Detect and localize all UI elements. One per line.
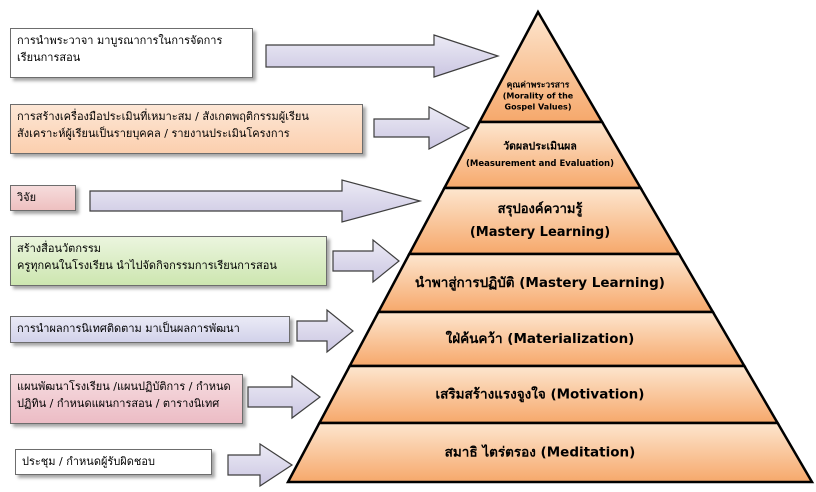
pyramid-level-2 xyxy=(442,120,643,190)
left-box-research: วิจัย xyxy=(10,185,76,211)
pyramid-level-label: (Measurement and Evaluation) xyxy=(466,159,614,169)
pyramid-level-label: ใฝ่ค้นคว้า (Materialization) xyxy=(446,330,635,347)
pyramid-level-label: (Mastery Learning) xyxy=(470,225,610,240)
arrow-right-icon xyxy=(247,374,321,420)
pyramid-level-label: Gospel Values) xyxy=(505,103,572,112)
arrow-right-icon xyxy=(89,179,423,223)
box-line: เรียนการสอน xyxy=(17,51,81,64)
pyramid-level-3 xyxy=(407,186,682,256)
left-box-gospel-integration: การนำพระวาจา มาบูรณาการในการจัดการ เรียน… xyxy=(10,28,253,78)
box-line: การนำพระวาจา มาบูรณาการในการจัดการ xyxy=(17,34,223,47)
pyramid-level-label: นำพาสู่การปฏิบัติ (Mastery Learning) xyxy=(415,275,665,291)
pyramid-level-label: (Morality of the xyxy=(503,92,574,101)
box-line: แผนพัฒนาโรงเรียน /แผนปฏิบัติการ / กำหนด xyxy=(17,380,231,393)
box-line: ประชุม / กำหนดผู้รับผิดชอบ xyxy=(22,455,155,468)
left-box-supervision-results: การนำผลการนิเทศติดตาม มาเป็นผลการพัฒนา xyxy=(10,316,290,343)
pyramid-level-label: คุณค่าพระวรสาร xyxy=(507,80,570,91)
arrow-right-icon xyxy=(265,34,500,78)
box-line: วิจัย xyxy=(17,191,37,204)
arrow-right-icon xyxy=(227,442,294,488)
arrow-right-icon xyxy=(296,308,354,354)
box-line: สร้างสื่อนวัตกรรม xyxy=(17,242,102,255)
left-box-school-plans: แผนพัฒนาโรงเรียน /แผนปฏิบัติการ / กำหนด … xyxy=(10,374,243,424)
arrow-right-icon xyxy=(332,238,400,284)
box-line: สังเคราะห์ผู้เรียนเป็นรายบุคคล / รายงานป… xyxy=(17,127,290,140)
pyramid-level-label: สรุปองค์ความรู้ xyxy=(498,201,583,217)
pyramid-level-label: วัดผลประเมินผล xyxy=(503,141,577,153)
left-box-assessment-tools: การสร้างเครื่องมือประเมินที่เหมาะสม / สั… xyxy=(10,104,363,154)
box-line: การสร้างเครื่องมือประเมินที่เหมาะสม / สั… xyxy=(17,110,309,123)
box-line: การนำผลการนิเทศติดตาม มาเป็นผลการพัฒนา xyxy=(17,322,240,335)
pyramid-level-label: สมาธิ ไตร่ตรอง (Meditation) xyxy=(445,444,636,461)
arrow-right-icon xyxy=(373,106,471,150)
box-line: ครูทุกคนในโรงเรียน นำไปจัดกิจกรรมการเรีย… xyxy=(17,259,277,272)
left-box-innovation-media: สร้างสื่อนวัตกรรม ครูทุกคนในโรงเรียน นำไ… xyxy=(10,236,327,286)
pyramid-level-7 xyxy=(285,421,815,484)
left-box-meeting: ประชุม / กำหนดผู้รับผิดชอบ xyxy=(15,449,212,475)
box-line: ปฏิทิน / กำหนดแผนการสอน / ตารางนิเทศ xyxy=(17,397,220,410)
pyramid-level-label: เสริมสร้างแรงจูงใจ (Motivation) xyxy=(436,386,645,403)
